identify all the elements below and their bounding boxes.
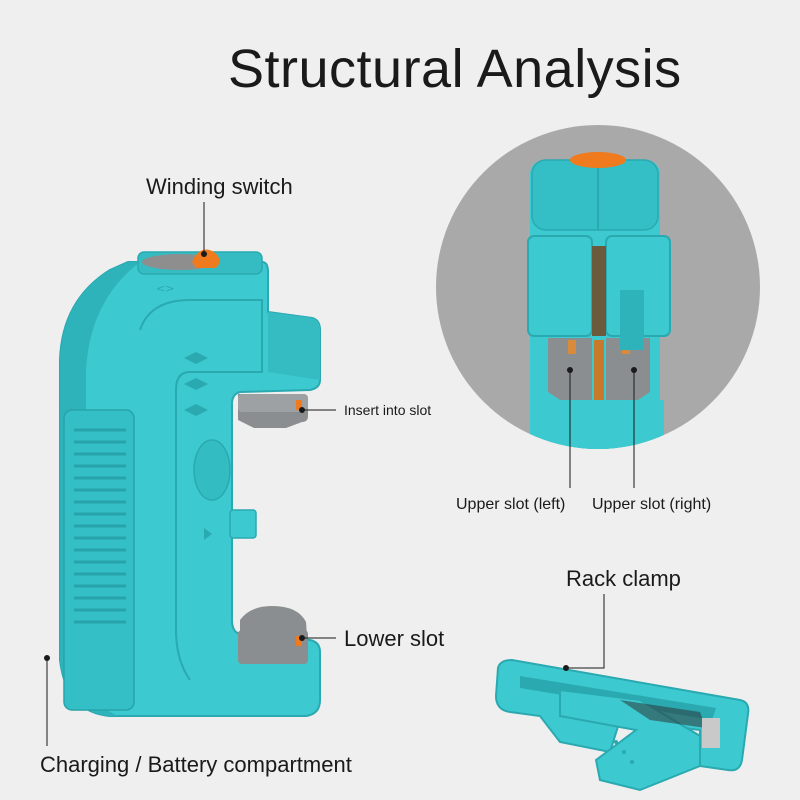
label-winding-switch: Winding switch [146,174,293,199]
label-rack-clamp: Rack clamp [566,566,681,591]
rack-clamp [494,658,750,792]
battery-compartment-grip [63,409,135,711]
label-upper-slot-right: Upper slot (right) [592,496,712,513]
main-device: <> [59,249,321,717]
callout-lines [46,202,635,746]
label-lower-slot: Lower slot [344,626,445,651]
label-charging-battery: Charging / Battery compartment [40,752,352,777]
insert-slot-nub [238,394,308,428]
svg-text:<>: <> [156,282,174,295]
callout-dots [44,251,637,671]
page-title: Structural Analysis [228,39,682,99]
label-upper-slot-left: Upper slot (left) [456,496,566,513]
winding-switch [142,249,220,270]
lower-slot-nub [238,606,308,664]
label-insert-into-slot: Insert into slot [344,402,432,418]
upper-slot-detail [436,125,760,449]
